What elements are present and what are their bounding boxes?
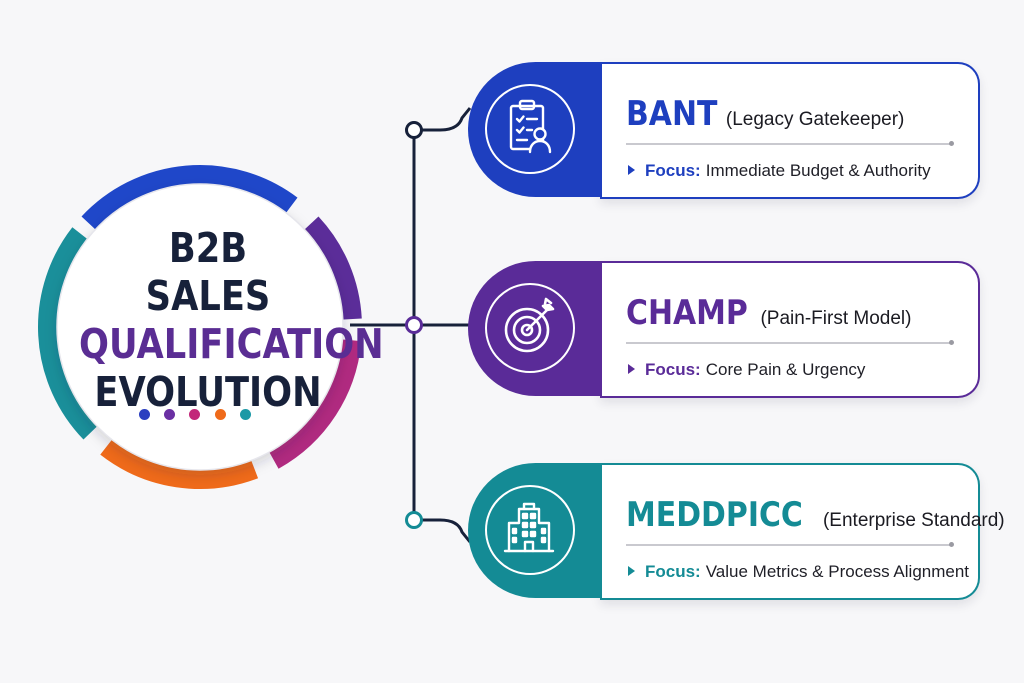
hub-title-line-2: SALES (145, 272, 271, 320)
focus-line: Focus:Core Pain & Urgency (628, 360, 968, 380)
target-arrow-icon (485, 283, 575, 373)
bullet-triangle-icon (628, 364, 635, 374)
hub-disc (57, 184, 343, 470)
bullet-triangle-icon (628, 566, 635, 576)
connector-node-meddpicc (405, 511, 423, 529)
focus-label: Focus: (645, 360, 701, 379)
connector-node-champ (405, 316, 423, 334)
focus-label: Focus: (645, 161, 701, 180)
card-bant: BANT (Legacy Gatekeeper) Focus:Immediate… (468, 62, 980, 199)
hub-title-line-1: B2B (168, 224, 248, 272)
focus-line: Focus:Immediate Budget & Authority (628, 161, 968, 181)
ring-segment-orange (100, 438, 259, 489)
focus-text: Immediate Budget & Authority (705, 161, 931, 180)
framework-subtitle: (Legacy Gatekeeper) (725, 109, 905, 130)
card-panel (600, 261, 980, 398)
hub-dot (139, 409, 150, 420)
divider (626, 141, 954, 146)
framework-name: MEDDPICC (626, 495, 803, 535)
hub-dot (189, 409, 200, 420)
hub-dot (164, 409, 175, 420)
card-heading: BANT (Legacy Gatekeeper) (626, 94, 966, 138)
card-champ: CHAMP (Pain-First Model) Focus:Core Pain… (468, 261, 980, 398)
hub-title-line-3: QUALIFICATION (79, 320, 384, 368)
hub-title: B2B SALES QUALIFICATION EVOLUTION (79, 224, 384, 416)
divider (626, 542, 954, 547)
card-panel (600, 463, 980, 600)
card-icon-band (468, 62, 602, 197)
framework-subtitle: (Pain-First Model) (760, 308, 912, 329)
card-heading: CHAMP (Pain-First Model) (626, 293, 966, 337)
clipboard-user-icon (485, 84, 575, 174)
card-icon-band (468, 261, 602, 396)
card-icon-band (468, 463, 602, 598)
framework-name: CHAMP (626, 293, 748, 333)
framework-subtitle: (Enterprise Standard) (822, 510, 1005, 531)
card-heading: MEDDPICC (Enterprise Standard) (626, 495, 1005, 539)
hub-title-line-4: EVOLUTION (94, 368, 322, 416)
card-panel (600, 62, 980, 199)
focus-text: Core Pain & Urgency (705, 360, 866, 379)
focus-line: Focus:Value Metrics & Process Alignment (628, 562, 970, 582)
ring-segment-magenta (268, 339, 362, 469)
ring-segment-blue (81, 165, 298, 231)
ring-segment-teal (38, 227, 98, 440)
hub-dot (240, 409, 251, 420)
hub-ring (38, 165, 362, 489)
framework-name: BANT (626, 94, 718, 134)
focus-text: Value Metrics & Process Alignment (705, 562, 970, 581)
card-meddpicc: MEDDPICC (Enterprise Standard) Focus:Val… (468, 463, 1005, 600)
bullet-triangle-icon (628, 165, 635, 175)
connector-nodes (405, 121, 423, 529)
hub-dot (215, 409, 226, 420)
divider (626, 340, 954, 345)
connector-node-bant (405, 121, 423, 139)
office-building-icon (485, 485, 575, 575)
focus-label: Focus: (645, 562, 701, 581)
hub-dots (139, 409, 261, 421)
ring-segment-purple (303, 216, 362, 320)
